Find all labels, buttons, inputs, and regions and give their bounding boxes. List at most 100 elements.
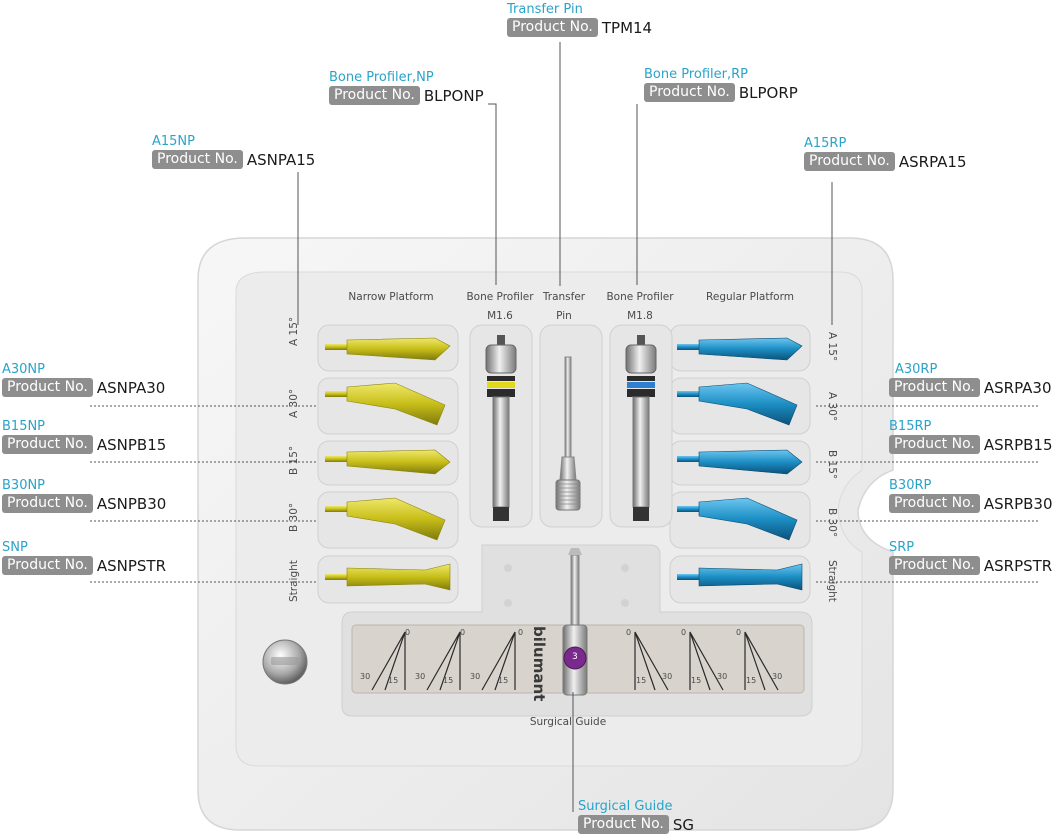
right-row-label-4: B 30° [826, 508, 838, 538]
product-code: ASNPA15 [246, 150, 316, 169]
product-no-badge: Product No. [889, 494, 980, 513]
callout-name: B15RP [889, 419, 932, 434]
guide-scale-15-a: 15 [388, 676, 399, 685]
product-no-badge: Product No. [2, 494, 93, 513]
callout-name: B30NP [2, 478, 46, 493]
callout-a30rp: A30RP Product No.ASRPA30 [889, 362, 1052, 397]
bone-profiler-right-heading: Bone Profiler [606, 291, 674, 303]
guide-scale-0-f: 0 [736, 628, 742, 637]
product-code: ASNPA30 [96, 378, 166, 397]
product-code: ASRPB15 [983, 435, 1053, 454]
bone-profiler-left-heading: Bone Profiler [466, 291, 534, 303]
callout-bone-profiler-rp: Bone Profiler,RP Product No.BLPORP [644, 67, 798, 102]
callout-bone-profiler-np: Bone Profiler,NP Product No.BLPONP [329, 70, 484, 105]
callout-b15np: B15NP Product No.ASNPB15 [2, 419, 166, 454]
product-code: ASRPA15 [898, 152, 967, 171]
guide-scale-15-f: 15 [746, 676, 757, 685]
callout-name: Surgical Guide [578, 799, 673, 814]
callout-name: B30RP [889, 478, 932, 493]
callout-name: Transfer Pin [507, 2, 583, 17]
guide-scale-30-d: 30 [662, 672, 673, 681]
product-no-badge: Product No. [2, 435, 93, 454]
callout-transfer-pin: Transfer Pin Product No.TPM14 [507, 2, 652, 37]
guide-brand: bilumant [530, 626, 548, 702]
guide-scale-30-a: 30 [360, 672, 371, 681]
left-row-label-5: Straight [288, 560, 300, 602]
callout-name: Bone Profiler,NP [329, 70, 434, 85]
guide-scale-0-e: 0 [681, 628, 687, 637]
regular-platform-heading: Regular Platform [706, 291, 794, 303]
bone-profiler-rp-instrument [625, 335, 657, 521]
right-row-label-2: A 30° [826, 392, 838, 422]
product-code: ASRPA30 [983, 378, 1052, 397]
regular-abutment-drivers [677, 337, 803, 591]
product-no-badge: Product No. [329, 86, 420, 105]
left-row-label-3: B 15° [288, 445, 300, 475]
left-row-label-1: A 15° [288, 316, 300, 346]
callout-surgical-guide: Surgical Guide Product No.SG [578, 799, 694, 834]
product-no-badge: Product No. [152, 150, 243, 169]
callout-name: SRP [889, 540, 915, 555]
product-code: ASNPSTR [96, 556, 167, 575]
callout-a15rp: A15RP Product No.ASRPA15 [804, 136, 967, 171]
bone-profiler-right-size: M1.8 [627, 310, 653, 322]
guide-scale-0-a: 0 [405, 628, 411, 637]
left-row-label-2: A 30° [288, 388, 300, 418]
guide-scale-30-b: 30 [415, 672, 426, 681]
surgical-guide-pin [562, 548, 588, 696]
product-no-badge: Product No. [507, 18, 598, 37]
guide-scale-0-d: 0 [626, 628, 632, 637]
callout-name: SNP [2, 540, 28, 555]
product-code: ASNPB30 [96, 494, 167, 513]
product-code: ASNPB15 [96, 435, 167, 454]
guide-scale-15-c: 15 [498, 676, 509, 685]
bone-profiler-left-size: M1.6 [487, 310, 513, 322]
guide-scale-15-d: 15 [636, 676, 647, 685]
right-row-label-3: B 15° [826, 450, 838, 480]
product-no-badge: Product No. [889, 378, 980, 397]
callout-b30np: B30NP Product No.ASNPB30 [2, 478, 166, 513]
product-code: TPM14 [601, 18, 653, 37]
product-code: BLPONP [423, 86, 484, 105]
guide-scale-30-e: 30 [717, 672, 728, 681]
callout-a15np: A15NP Product No.ASNPA15 [152, 134, 315, 169]
guide-scale-30-f: 30 [772, 672, 783, 681]
transfer-heading: Transfer [542, 291, 586, 303]
product-no-badge: Product No. [889, 556, 980, 575]
surgical-guide-heading: Surgical Guide [529, 716, 607, 728]
callout-a30np: A30NP Product No.ASNPA30 [2, 362, 165, 397]
callout-name: A30RP [895, 362, 938, 377]
guide-scale-15-b: 15 [443, 676, 454, 685]
guide-scale-15-e: 15 [691, 676, 702, 685]
left-row-label-4: B 30° [288, 502, 300, 532]
guide-scale-30-c: 30 [470, 672, 481, 681]
callout-name: A30NP [2, 362, 45, 377]
guide-pin-number: 3 [572, 652, 578, 662]
product-code: BLPORP [738, 83, 798, 102]
product-no-badge: Product No. [2, 556, 93, 575]
callout-name: A15NP [152, 134, 195, 149]
product-no-badge: Product No. [804, 152, 895, 171]
transfer-pin-instrument [555, 356, 581, 511]
callout-b30rp: B30RP Product No.ASRPB30 [889, 478, 1053, 513]
callout-name: A15RP [804, 136, 847, 151]
product-no-badge: Product No. [578, 815, 669, 834]
callout-b15rp: B15RP Product No.ASRPB15 [889, 419, 1053, 454]
right-row-label-5: Straight [826, 560, 838, 602]
guide-scale-0-c: 0 [518, 628, 524, 637]
callout-snp: SNP Product No.ASNPSTR [2, 540, 166, 575]
callout-name: Bone Profiler,RP [644, 67, 749, 82]
product-no-badge: Product No. [2, 378, 93, 397]
narrow-abutment-drivers [325, 337, 451, 591]
callout-name: B15NP [2, 419, 46, 434]
product-code: ASRPB30 [983, 494, 1053, 513]
narrow-platform-heading: Narrow Platform [348, 291, 434, 303]
bone-profiler-np-instrument [485, 335, 517, 521]
callout-srp: SRP Product No.ASRPSTR [889, 540, 1052, 575]
transfer-heading-2: Pin [556, 310, 572, 322]
guide-scale-0-b: 0 [460, 628, 466, 637]
product-code: ASRPSTR [983, 556, 1053, 575]
right-row-label-1: A 15° [826, 332, 838, 362]
product-no-badge: Product No. [889, 435, 980, 454]
